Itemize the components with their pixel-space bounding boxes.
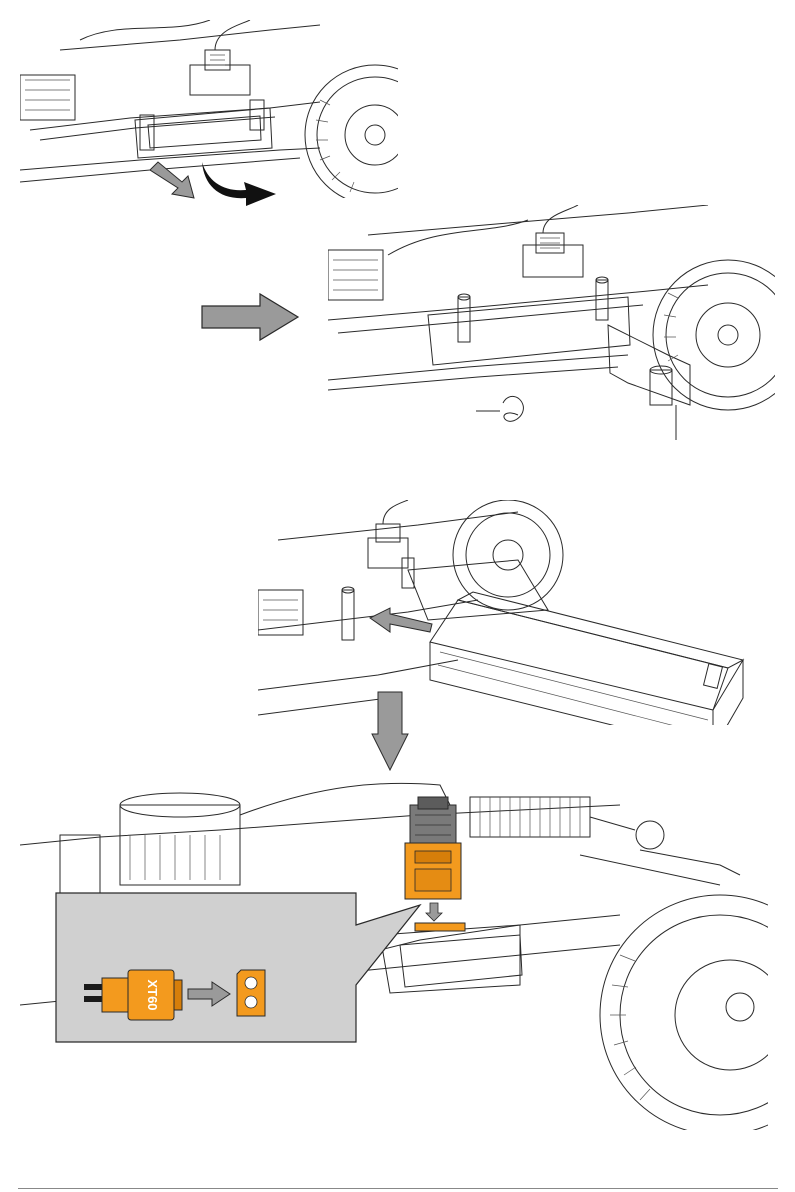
step-2-illustration bbox=[328, 205, 775, 440]
pull-cover-arrow bbox=[148, 160, 198, 202]
step-3-illustration bbox=[258, 500, 763, 725]
insert-battery-arrow bbox=[368, 606, 434, 636]
connect-arrow bbox=[186, 980, 232, 1008]
rotate-cover-arrow bbox=[200, 160, 278, 208]
step-4-illustration bbox=[20, 775, 768, 1130]
xt60-socket-icon bbox=[235, 968, 267, 1018]
page-bottom-rule bbox=[18, 1188, 778, 1189]
step-arrow bbox=[200, 292, 300, 342]
xt60-label: XT60 bbox=[136, 972, 168, 1018]
xt60-plug: XT60 bbox=[80, 966, 190, 1024]
down-arrow bbox=[370, 690, 410, 772]
